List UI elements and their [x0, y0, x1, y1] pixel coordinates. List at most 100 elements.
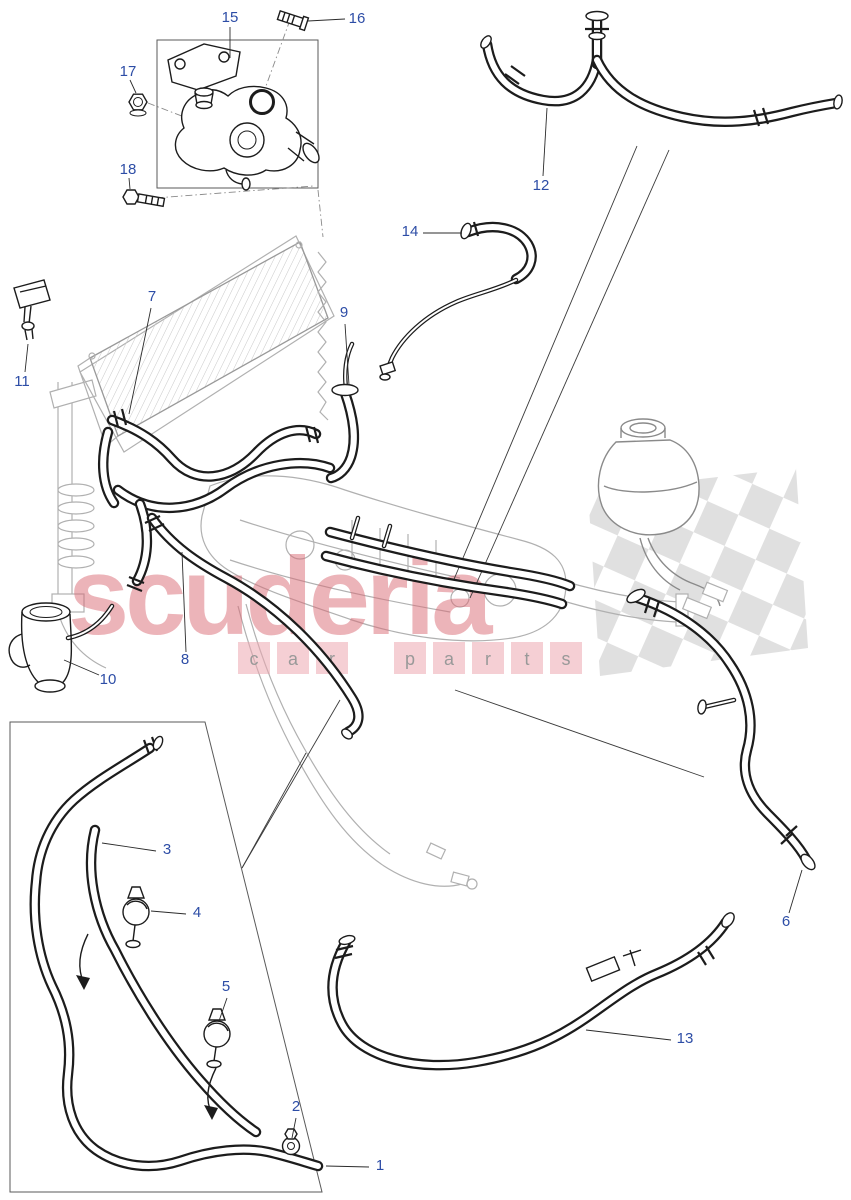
hose-part-7-shape [126, 575, 145, 593]
hose-part-13-shape [334, 944, 354, 960]
thermostat-housing-detail-shape [218, 51, 230, 63]
hose-part-7-shape [100, 429, 117, 506]
thermostat-housing-part-15-shape [229, 122, 265, 158]
callout-13: 13 [677, 1030, 694, 1047]
stud-part-16-shape [281, 12, 296, 25]
heater-hose-detail-group [29, 735, 324, 1172]
heater-hoses-center-shape [327, 529, 573, 589]
watermark-tile [472, 642, 504, 674]
watermark-letter: a [444, 649, 455, 669]
valve-part-4 [122, 886, 150, 949]
thermostat-part-10-shape [8, 633, 31, 668]
hose-part-12-shape [594, 57, 839, 125]
heater-hose-detail-box [9, 721, 323, 1193]
nut-part-17-shape [128, 93, 148, 111]
thermostat-part-10-shape [34, 679, 66, 693]
stud-part-16 [276, 10, 310, 32]
thermostat-part-10-shape [29, 606, 63, 618]
fitting-part-2 [281, 1128, 301, 1156]
thermostat-housing-detail [122, 10, 324, 238]
callout-leader-13 [585, 1029, 672, 1041]
hose-part-14 [379, 221, 537, 381]
pointer-lines-shape [451, 145, 638, 585]
fitting-part-2-shape [284, 1128, 298, 1140]
watermark-letter: r [329, 649, 335, 669]
callout-leader-5 [218, 997, 228, 1022]
bolt-part-18-shape [122, 189, 140, 205]
hose-part-14-shape [379, 373, 391, 381]
thermostat-detail-box [156, 39, 319, 189]
bolt-part-18-shape-shape [144, 195, 160, 206]
thermostat-part-10 [8, 602, 115, 693]
fitting-part-2-shape [287, 1142, 295, 1150]
hose-part-6-shape [697, 699, 707, 715]
heater-hoses-center [320, 515, 576, 610]
underbody-pipes-shape [450, 871, 470, 887]
thermostat-housing-part-15 [174, 85, 320, 191]
callout-10: 10 [100, 671, 117, 688]
heater-hose-part-3 [85, 824, 262, 1138]
valve-part-4-shape [127, 886, 145, 899]
hose-part-12 [480, 10, 843, 127]
hose-part-7-shape [115, 460, 333, 511]
callout-3: 3 [163, 841, 171, 858]
callout-leader-11 [24, 343, 29, 373]
hose-part-12-shape [752, 107, 770, 127]
callout-leader-17 [129, 79, 137, 94]
expansion-tank-shape [629, 422, 657, 434]
watermark-letter: r [485, 649, 491, 669]
pointer-lines-shape [241, 752, 307, 869]
pointer-lines-shape [454, 689, 705, 778]
watermark-tile [550, 642, 582, 674]
left-frame-shape [49, 379, 97, 409]
hose-part-9-shape [331, 383, 359, 397]
bolt-part-18-shape [136, 193, 166, 208]
hose-part-12-shape [585, 10, 609, 22]
hose-part-12-shape [833, 94, 843, 110]
left-frame-shape [57, 501, 95, 515]
hose-part-9-shape [328, 390, 357, 481]
thermostat-housing-part-15-shape [302, 142, 320, 164]
pointer-lines [241, 145, 705, 869]
heater-hose-detail-group-shape [152, 735, 164, 751]
callout-14: 14 [402, 223, 419, 240]
heater-hose-part-3 [88, 827, 259, 1135]
radiator-core [89, 241, 329, 437]
left-frame-shape [57, 483, 95, 497]
radiator-shape [88, 352, 96, 360]
fitting-part-2-shape [281, 1136, 301, 1156]
sensor-part-11-shape [24, 328, 34, 341]
valve-part-4-shape [132, 924, 136, 942]
radiator [77, 235, 335, 453]
hose-part-7-shape [112, 408, 128, 428]
callout-16: 16 [349, 10, 366, 27]
hose-part-12-shape [504, 65, 526, 85]
thermostat-housing-detail-shape [317, 189, 324, 238]
hose-part-12-shape [588, 31, 606, 41]
hose-part-14-shape [387, 279, 517, 369]
watermark-letter: s [562, 649, 571, 669]
thermostat-part-10-shape [20, 611, 73, 689]
engine-assembly-shape [200, 475, 567, 642]
callout-18: 18 [120, 161, 137, 178]
hose-part-6 [626, 588, 816, 871]
thermostat-housing-part-15-shape [225, 169, 243, 185]
heater-hoses-center-shape [383, 525, 391, 547]
thermostat-part-10-shape [67, 605, 113, 639]
sensor-part-11-shape [21, 321, 35, 331]
callout-11: 11 [14, 373, 30, 390]
underbody-pipes-shape [237, 605, 463, 887]
hose-part-6-shape [703, 699, 735, 708]
sensor-part-11 [13, 279, 51, 341]
hose-part-14-shape [465, 224, 535, 282]
valve-part-5-shape [203, 1020, 231, 1048]
pointer-lines-shape [241, 699, 341, 869]
callout-15: 15 [222, 9, 239, 26]
valve-part-5-shape [213, 1046, 217, 1062]
callout-5: 5 [222, 978, 230, 995]
watermark-letter: c [250, 649, 259, 669]
left-frame-shape [57, 537, 95, 551]
